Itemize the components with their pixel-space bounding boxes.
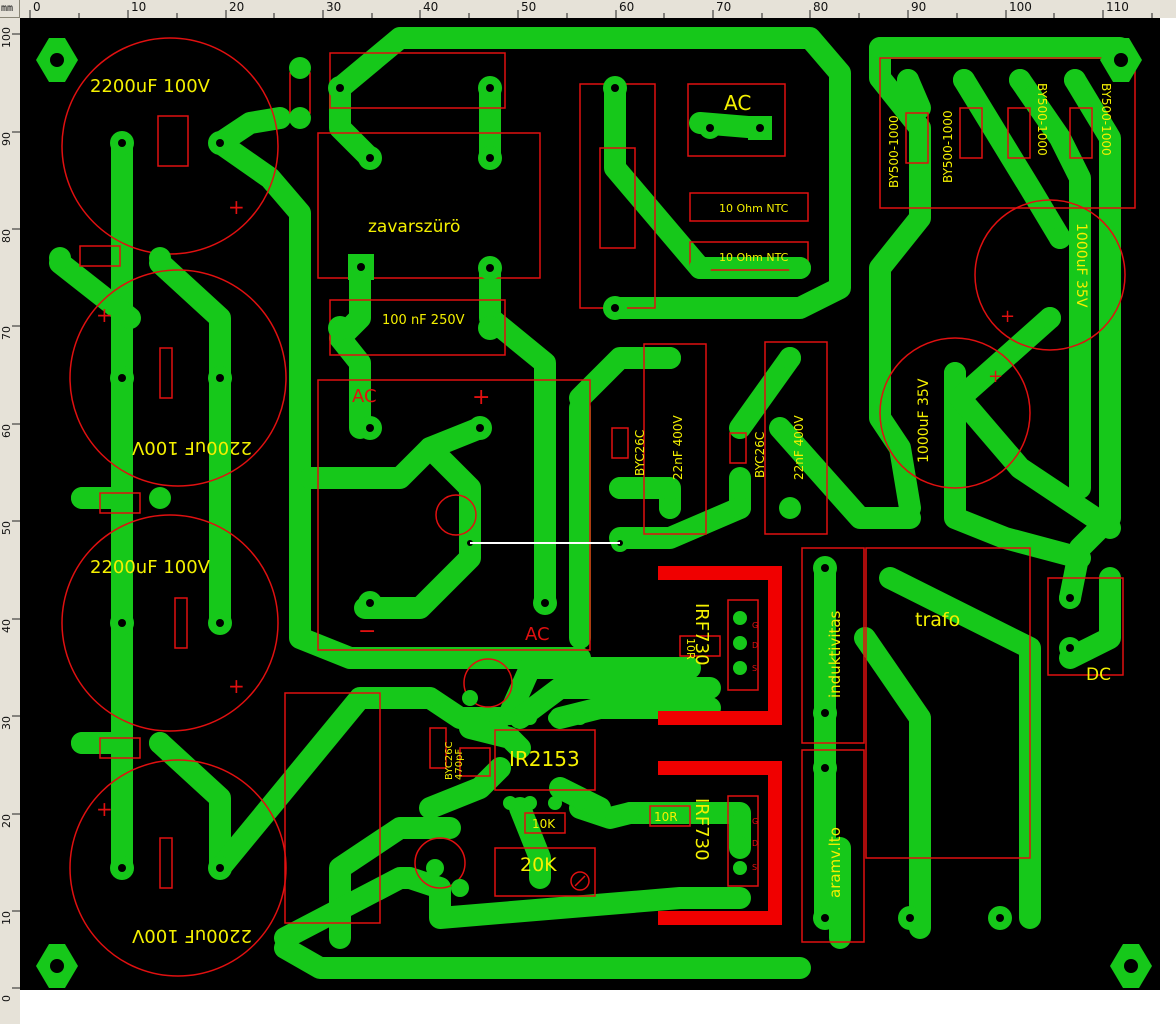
c22n1-label: 22nF 400V — [671, 415, 685, 480]
c470p-label: 470pF — [454, 749, 465, 780]
plus-cap1: + — [228, 195, 245, 219]
ruler-label-y30: 30 — [0, 716, 13, 730]
cap-label-2: 2200uF 100V — [131, 437, 252, 458]
pin-d-2: D — [752, 839, 758, 848]
ruler-unit: mm — [0, 0, 20, 18]
c1000-2-label: 1000uF 35V — [916, 378, 932, 463]
heatsink-1 — [658, 566, 782, 725]
heatsinks — [658, 566, 782, 925]
ruler-label-110: 110 — [1106, 0, 1129, 14]
cap-label-4: 2200uF 100V — [131, 925, 252, 946]
byc1-label: BYC26C — [633, 430, 647, 476]
ruler-label-100: 100 — [1009, 0, 1032, 14]
ruler-label-y50: 50 — [0, 521, 13, 535]
mount-hole-tl — [36, 38, 78, 82]
trafo-label: trafo — [915, 609, 960, 631]
cap-outline-4 — [69, 759, 287, 977]
ir2153-label: IR2153 — [509, 747, 580, 771]
ruler-label-40: 40 — [423, 0, 439, 14]
ntc2-label: 10 Ohm NTC — [719, 251, 789, 264]
ruler-label-90: 90 — [911, 0, 927, 14]
mount-hole-tr — [1100, 38, 1142, 82]
ruler-label-80: 80 — [813, 0, 829, 14]
ruler-label-50: 50 — [521, 0, 537, 14]
plus-cap2: + — [96, 303, 113, 327]
plus-bridge-label: + — [472, 385, 490, 410]
byc-small-label: BYC26C — [444, 741, 455, 780]
ruler-label-60: 60 — [619, 0, 635, 14]
by1-label: BY500-1000 — [887, 115, 901, 188]
r10-2-label: 10R — [654, 810, 678, 824]
by3-label: BY500-1000 — [1035, 83, 1049, 156]
cap1000-outline-1 — [974, 199, 1126, 351]
plus-c1000-1: + — [1000, 306, 1015, 327]
minus-bridge-label: − — [358, 619, 376, 644]
mounting-holes — [36, 38, 1152, 988]
by2-label: BY500-1000 — [941, 110, 955, 183]
left-ruler[interactable]: 100 90 80 70 60 50 40 30 20 10 0 — [0, 18, 21, 1024]
ruler-label-y10: 10 — [0, 911, 13, 925]
aramvalto-label: aramv.lto — [826, 827, 844, 898]
by4-label: BY500-1000 — [1099, 83, 1113, 156]
plus-c1000-2: + — [988, 366, 1003, 387]
pin-d-1: D — [752, 641, 758, 650]
ruler-label-y80: 80 — [0, 229, 13, 243]
ruler-label-y20: 20 — [0, 814, 13, 828]
cap-outline-3 — [61, 514, 279, 732]
cap100n-label: 100 nF 250V — [382, 313, 465, 328]
dc-label: DC — [1086, 665, 1111, 685]
top-ruler[interactable]: 0 10 20 30 40 50 60 70 80 90 100 110 — [0, 0, 1176, 19]
canvas-right-margin — [1160, 18, 1176, 990]
canvas-bottom-margin — [20, 990, 1176, 1024]
top-ruler-ticks — [29, 10, 1153, 18]
pot20k-label: 20K — [520, 854, 557, 876]
mount-hole-bl — [36, 944, 78, 988]
cap-outline-2 — [69, 269, 287, 487]
mount-hole-br — [1110, 944, 1152, 988]
ruler-label-y70: 70 — [0, 326, 13, 340]
pin-g-2: G — [752, 817, 758, 826]
plus-cap4: + — [96, 797, 113, 821]
r10-1-label: 10R — [684, 638, 697, 660]
heatsink-2 — [658, 761, 782, 925]
ruler-label-y40: 40 — [0, 619, 13, 633]
ruler-label-y60: 60 — [0, 424, 13, 438]
left-ruler-ticks — [12, 33, 20, 989]
ruler-label-y0: 0 — [0, 995, 13, 1002]
pin-s-1: S — [752, 664, 757, 673]
ruler-label-y90: 90 — [0, 132, 13, 146]
pin-s-2: S — [752, 863, 757, 872]
ac-top-label: AC — [724, 91, 751, 115]
ruler-label-y100: 100 — [0, 27, 13, 48]
ruler-label-10: 10 — [131, 0, 147, 14]
induktivitas-label: induktivitas — [826, 610, 844, 698]
ac-bottom-label: AC — [525, 624, 550, 645]
ruler-label-20: 20 — [229, 0, 245, 14]
pad-holes — [118, 84, 1074, 922]
filter-label: zavarszürö — [368, 217, 460, 237]
plus-cap3: + — [228, 674, 245, 698]
silk-labels: AC + − AC + + + + + + G D S G D S — [96, 195, 1015, 872]
pin-g-1: G — [752, 621, 758, 630]
pcb-layout[interactable]: 2200uF 100V 2200uF 100V 2200uF 100V 2200… — [20, 18, 1160, 990]
cap-label-3: 2200uF 100V — [90, 557, 211, 578]
cap1000-outline-2 — [879, 337, 1031, 489]
ntc1-label: 10 Ohm NTC — [719, 202, 789, 215]
c22n2-label: 22nF 400V — [792, 415, 806, 480]
r10k-label: 10K — [532, 817, 556, 831]
pcb-canvas[interactable]: 2200uF 100V 2200uF 100V 2200uF 100V 2200… — [20, 18, 1160, 990]
component-labels: 2200uF 100V 2200uF 100V 2200uF 100V 2200… — [90, 76, 1113, 946]
c1000-1-label: 1000uF 35V — [1073, 223, 1089, 308]
ruler-label-0: 0 — [33, 0, 41, 14]
ruler-label-30: 30 — [326, 0, 342, 14]
cap-label-1: 2200uF 100V — [90, 76, 211, 97]
byc2-label: BYC26C — [753, 432, 767, 478]
silkscreen — [61, 37, 1136, 977]
irf2-label: IRF730 — [691, 798, 712, 861]
ruler-label-70: 70 — [716, 0, 732, 14]
irf1-label: IRF730 — [691, 603, 712, 666]
ac-bridge-label: AC — [352, 386, 377, 407]
